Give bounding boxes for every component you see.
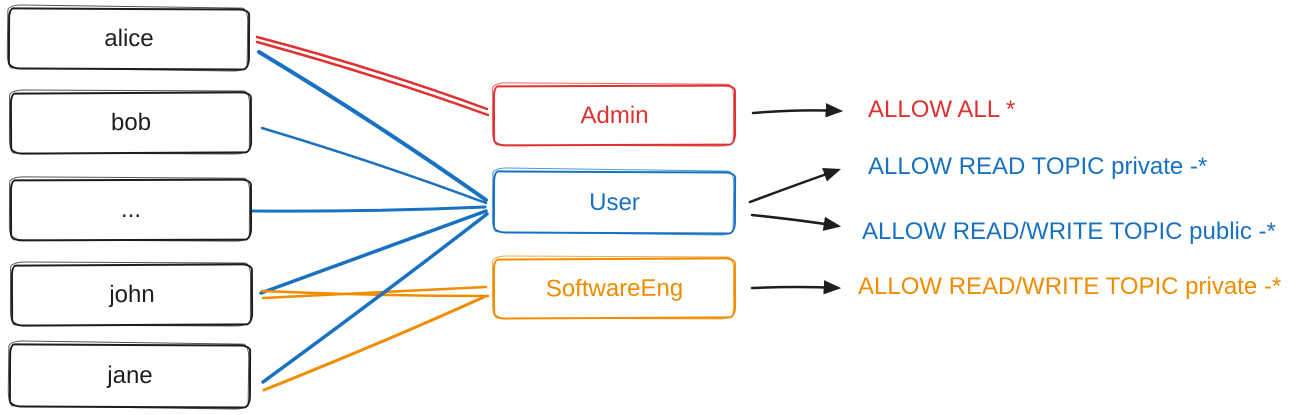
- edge-bob-user: [260, 126, 488, 205]
- grant-arrow-user-read-private: [748, 167, 842, 204]
- grant-arrow-user-readwrite-public: [750, 213, 842, 231]
- role-label-softwareeng: SoftwareEng: [545, 274, 684, 302]
- user-box-ellipsis: ...: [9, 178, 253, 242]
- edge-john-user: [259, 209, 488, 295]
- edge-john-softwareeng: [260, 289, 490, 298]
- user-label-john: john: [109, 280, 155, 309]
- user-box-jane: jane: [8, 343, 252, 409]
- role-box-user: User: [492, 170, 737, 235]
- user-label-ellipsis: ...: [120, 195, 142, 224]
- edge-alice-admin: [255, 35, 489, 111]
- edge-alice-admin-stroke2: [255, 40, 490, 117]
- role-label-admin: Admin: [580, 101, 649, 129]
- grant-arrow-softwareeng-readwrite-private: [750, 280, 842, 295]
- grant-arrow-admin-allow-all: [751, 103, 844, 118]
- user-box-john: john: [10, 263, 254, 327]
- permission-label-allow-all: ALLOW ALL *: [868, 96, 1016, 123]
- edge-john-softwareeng-stroke2: [261, 285, 488, 300]
- role-label-user: User: [589, 188, 640, 216]
- permission-label-readwrite-topic-private: ALLOW READ/WRITE TOPIC private -*: [858, 273, 1282, 300]
- user-label-alice: alice: [104, 24, 154, 53]
- edge-jane-softwareeng: [262, 295, 486, 392]
- role-box-admin: Admin: [492, 84, 737, 147]
- user-label-bob: bob: [110, 108, 152, 137]
- user-label-jane: jane: [107, 361, 153, 390]
- user-box-bob: bob: [9, 91, 253, 155]
- permission-label-read-topic-private: ALLOW READ TOPIC private -*: [868, 153, 1208, 180]
- role-box-softwareeng: SoftwareEng: [492, 257, 737, 320]
- edge-ellipsis-user: [251, 205, 487, 213]
- edge-jane-user: [261, 212, 489, 384]
- user-box-alice: alice: [7, 7, 251, 71]
- permission-label-readwrite-topic-public: ALLOW READ/WRITE TOPIC public -*: [862, 218, 1276, 245]
- edge-alice-user: [257, 50, 488, 202]
